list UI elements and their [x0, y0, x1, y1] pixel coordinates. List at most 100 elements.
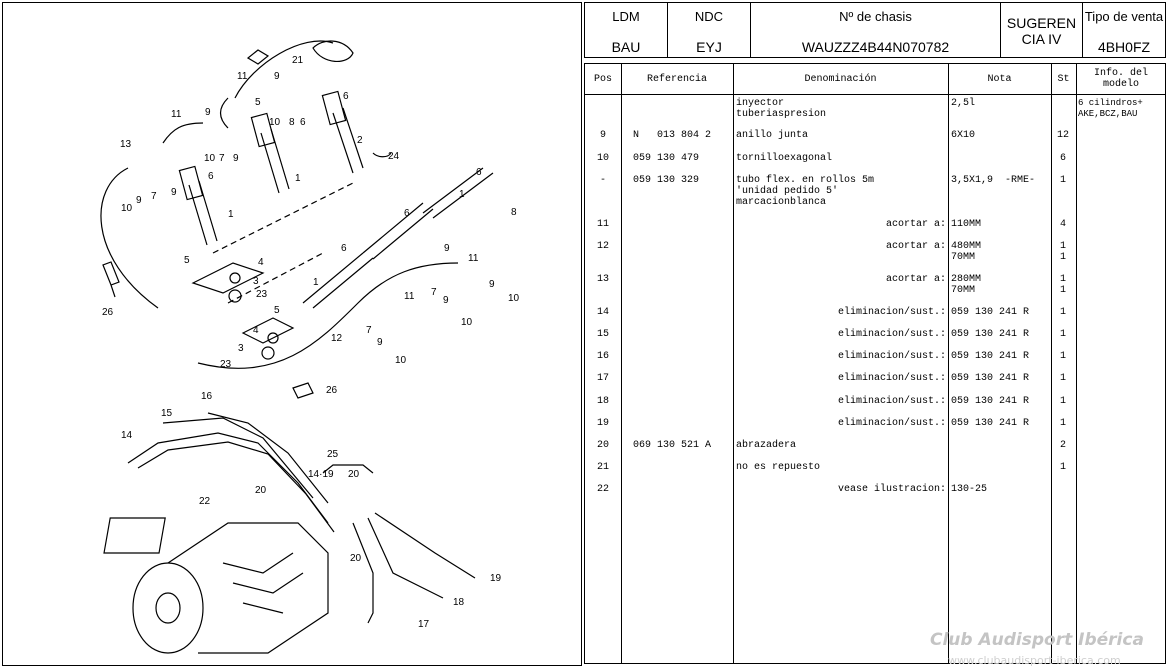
cell-nota: 059 130 241 R — [951, 373, 1030, 384]
svg-text:9: 9 — [171, 187, 177, 198]
svg-text:4: 4 — [258, 257, 264, 268]
svg-text:13: 13 — [120, 139, 132, 150]
svg-text:6: 6 — [300, 117, 306, 128]
cell-pos: - — [599, 175, 606, 186]
svg-text:1: 1 — [228, 209, 234, 220]
tipo-cell: Tipo de venta 4BH0FZ — [1083, 3, 1165, 57]
svg-text:14·19: 14·19 — [308, 469, 334, 480]
cell-den: eliminacion/sust.: — [837, 329, 946, 340]
cell-st: 2 — [1059, 440, 1066, 451]
cell-nota: 2,5l — [951, 98, 976, 109]
svg-text:9: 9 — [136, 195, 142, 206]
svg-text:5: 5 — [274, 305, 280, 316]
parts-info-panel: LDM BAU NDC EYJ Nº de chasis WAUZZZ4B44N… — [584, 2, 1166, 664]
col-info: Info. del modelo — [1093, 68, 1148, 90]
cell-nota: 059 130 241 R — [951, 418, 1030, 429]
cell-den: acortar a: — [885, 241, 946, 252]
svg-text:7: 7 — [219, 153, 225, 164]
ldm-cell: LDM BAU — [585, 3, 668, 57]
cell-nota: 059 130 241 R — [951, 396, 1030, 407]
sugerencia-line1: SUGEREN — [1006, 15, 1077, 31]
svg-text:11: 11 — [237, 71, 248, 82]
svg-text:22: 22 — [199, 496, 211, 507]
svg-text:11: 11 — [171, 109, 182, 120]
svg-text:5: 5 — [255, 97, 261, 108]
svg-text:20: 20 — [255, 485, 267, 496]
svg-text:6: 6 — [404, 208, 410, 219]
cell-pos: 15 — [596, 329, 609, 340]
svg-text:10: 10 — [121, 203, 133, 214]
cell-nota: 059 130 241 R — [951, 307, 1030, 318]
cell-pos: 9 — [599, 130, 606, 141]
svg-text:1: 1 — [459, 189, 465, 200]
ndc-label: NDC — [694, 9, 724, 24]
svg-text:1: 1 — [313, 277, 319, 288]
cell-st: 1 — [1059, 307, 1066, 318]
svg-text:20: 20 — [348, 469, 360, 480]
svg-text:7: 7 — [431, 287, 437, 298]
cell-den: tornilloexagonal — [736, 153, 833, 164]
col-nota: Nota — [987, 73, 1012, 85]
cell-info: 6 cilindros+ AKE,BCZ,BAU — [1078, 98, 1143, 119]
svg-text:3: 3 — [238, 343, 244, 354]
svg-text:4: 4 — [253, 325, 259, 336]
svg-text:1: 1 — [295, 173, 301, 184]
svg-text:6: 6 — [343, 91, 349, 102]
cell-ref: 069 130 521 A — [633, 440, 712, 451]
svg-text:12: 12 — [331, 333, 343, 344]
col-st: St — [1057, 73, 1070, 85]
cell-den: eliminacion/sust.: — [837, 307, 946, 318]
sugerencia-cell: SUGEREN CIA IV — [1001, 3, 1083, 57]
svg-text:19: 19 — [490, 573, 502, 584]
ldm-value: BAU — [611, 39, 641, 55]
connector-icon — [246, 49, 270, 65]
cell-den: inyector tuberiaspresion — [736, 98, 827, 120]
svg-text:10: 10 — [395, 355, 407, 366]
svg-text:10: 10 — [461, 317, 473, 328]
svg-text:9: 9 — [233, 153, 239, 164]
svg-text:10: 10 — [204, 153, 216, 164]
cell-den: acortar a: — [885, 219, 946, 230]
bracket-4b — [241, 317, 295, 344]
svg-text:7: 7 — [151, 191, 157, 202]
cell-pos: 20 — [596, 440, 609, 451]
cell-nota: 280MM 70MM — [951, 274, 982, 296]
svg-text:26: 26 — [102, 307, 114, 318]
table-header: Pos Referencia Denominación Nota St Info… — [585, 64, 1165, 95]
col-pos: Pos — [593, 73, 612, 85]
vehicle-header: LDM BAU NDC EYJ Nº de chasis WAUZZZ4B44N… — [584, 2, 1166, 58]
cell-pos: 14 — [596, 307, 609, 318]
cell-ref: 059 130 329 — [633, 175, 700, 186]
cell-pos: 21 — [596, 462, 609, 473]
cell-st: 1 — [1059, 329, 1066, 340]
svg-text:23: 23 — [256, 289, 268, 300]
cell-pos: 10 — [596, 153, 609, 164]
ndc-value: EYJ — [696, 39, 722, 55]
cell-nota: 059 130 241 R — [951, 351, 1030, 362]
watermark-url: www.clubaudisport-iberica.com — [948, 654, 1121, 667]
svg-text:9: 9 — [443, 295, 449, 306]
svg-text:9: 9 — [274, 71, 280, 82]
cable-21 — [234, 40, 334, 99]
cell-st: 1 1 — [1059, 274, 1066, 296]
cell-st: 12 — [1056, 130, 1069, 141]
svg-text:24: 24 — [388, 151, 400, 162]
cell-nota: 3,5X1,9 -RME- — [951, 175, 1036, 186]
sugerencia-line2: CIA IV — [1021, 31, 1062, 47]
cell-pos: 13 — [596, 274, 609, 285]
svg-text:26: 26 — [326, 385, 338, 396]
cell-nota: 059 130 241 R — [951, 329, 1030, 340]
svg-text:6: 6 — [476, 167, 482, 178]
svg-text:20: 20 — [350, 553, 362, 564]
cell-pos: 18 — [596, 396, 609, 407]
bracket-4 — [191, 262, 265, 294]
cell-pos: 22 — [596, 484, 609, 495]
cell-pos: 17 — [596, 373, 609, 384]
svg-text:6: 6 — [208, 171, 214, 182]
cell-nota: 480MM 70MM — [951, 241, 982, 263]
tipo-value: 4BH0FZ — [1097, 39, 1151, 55]
svg-text:11: 11 — [468, 253, 479, 264]
cell-nota: 110MM — [951, 219, 982, 230]
